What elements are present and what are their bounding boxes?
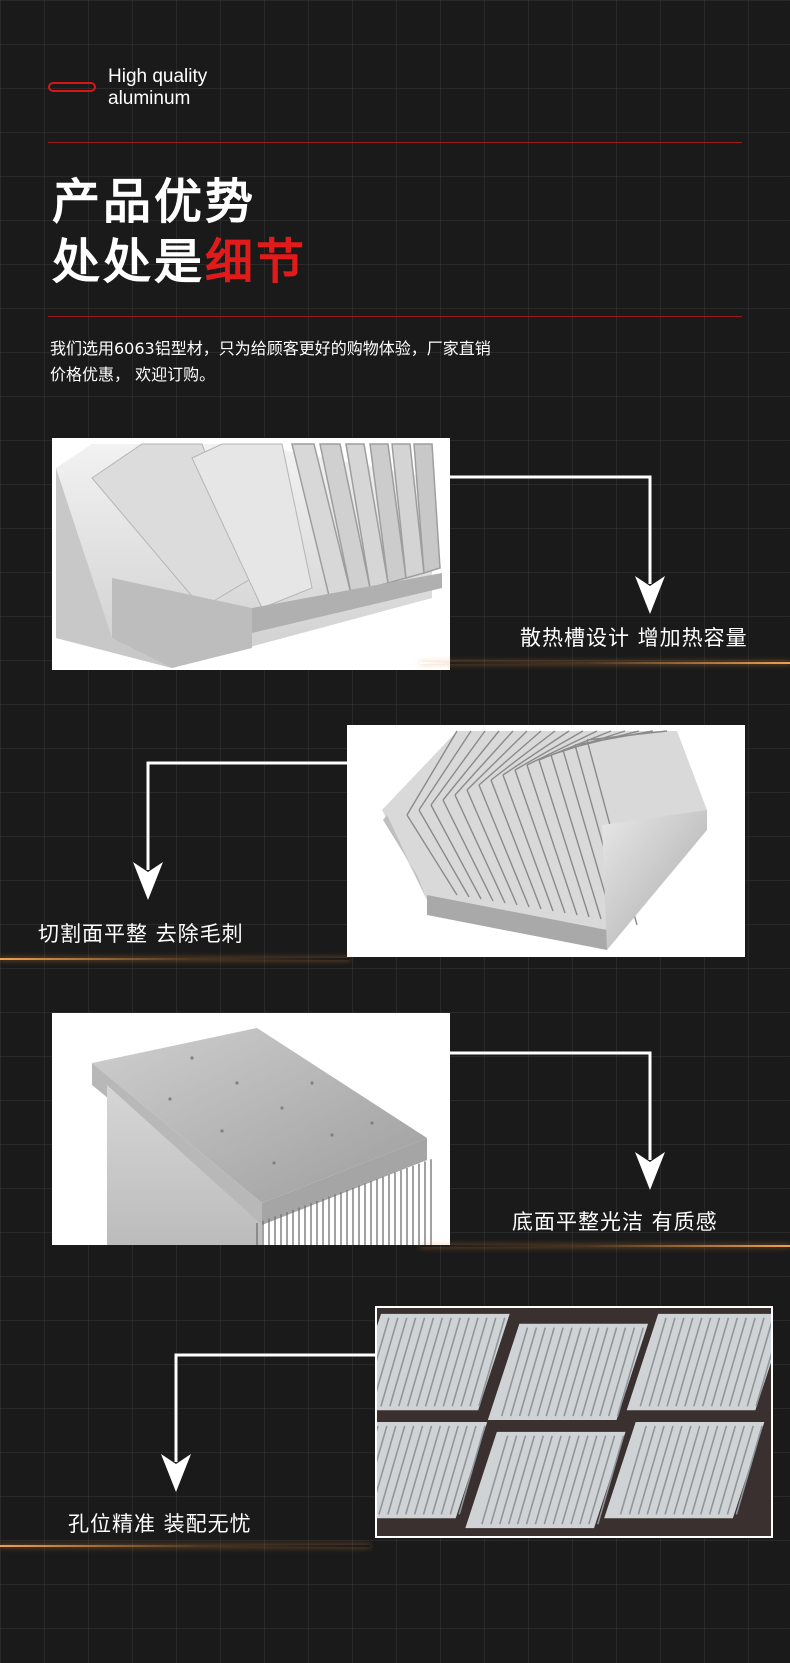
heatsink-holes-photo: [375, 1306, 773, 1538]
tagline-line-2: aluminum: [108, 88, 191, 109]
page-title-line-1: 产品优势: [52, 174, 257, 230]
down-arrow-icon: [133, 862, 163, 900]
feature-label-3: 底面平整光洁 有质感: [512, 1210, 718, 1234]
feature-label-4: 孔位精准 装配无忧: [68, 1512, 252, 1536]
divider-top: [48, 142, 742, 143]
feature-label-2: 切割面平整 去除毛刺: [38, 922, 244, 946]
divider-bottom: [48, 316, 742, 317]
pill-outline-icon: [48, 82, 96, 92]
description-line-2: 价格优惠， 欢迎订购。: [50, 365, 216, 384]
title-accent: 细节: [205, 234, 308, 290]
heatsink-base-photo: [52, 1013, 450, 1245]
product-description: 我们选用6063铝型材，只为给顾客更好的购物体验，厂家直销 价格优惠， 欢迎订购…: [50, 336, 491, 388]
down-arrow-icon: [635, 1152, 665, 1190]
heatsink-groove-photo: [52, 438, 450, 670]
page-title-line-2: 处处是细节: [52, 232, 307, 292]
heatsink-cut-surface-photo: [347, 725, 745, 957]
tagline-line-1: High quality: [108, 66, 208, 87]
connector-4: [161, 1353, 375, 1492]
title-prefix: 处处是: [52, 234, 206, 290]
description-line-1: 我们选用6063铝型材，只为给顾客更好的购物体验，厂家直销: [50, 339, 491, 358]
connector-2: [133, 761, 347, 900]
glow-line-3: [420, 1245, 790, 1247]
connector-1: [450, 475, 665, 614]
glow-line-4: [0, 1545, 370, 1547]
brand-tagline: High quality aluminum: [108, 66, 207, 110]
glow-line-1: [420, 662, 790, 664]
glow-line-2: [0, 958, 350, 960]
connector-3: [450, 1051, 665, 1190]
down-arrow-icon: [161, 1454, 191, 1492]
down-arrow-icon: [635, 576, 665, 614]
feature-label-1: 散热槽设计 增加热容量: [520, 626, 748, 650]
